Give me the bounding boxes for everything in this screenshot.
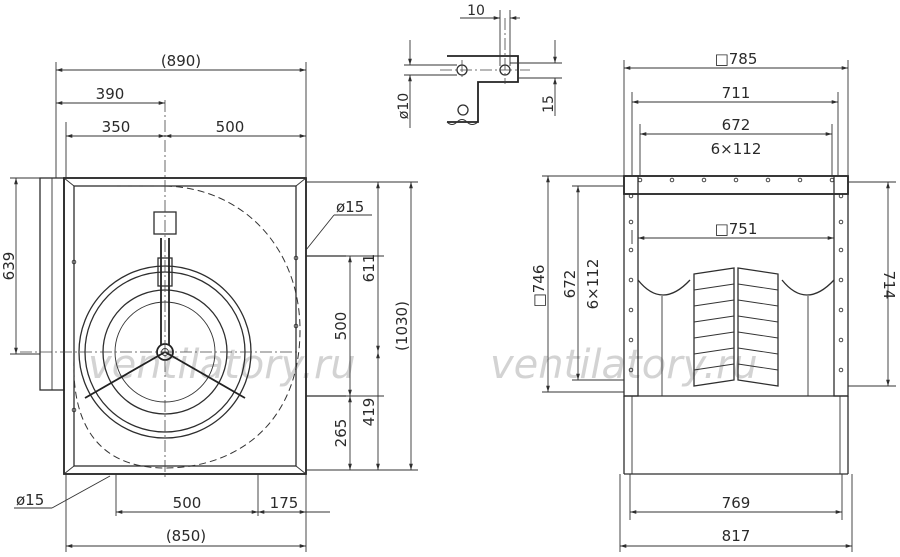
dim-15-detail: 15: [541, 95, 557, 113]
inlet-arch-right: [781, 279, 835, 296]
hole-callout-top: ø15: [336, 198, 364, 216]
right-flange: [833, 175, 849, 397]
dim-672-side: 672: [561, 270, 579, 299]
dim-overall-890: (890): [161, 52, 201, 70]
front-view: (890) 390 350 500 639 ø15 500 265 611: [0, 52, 418, 552]
dim-850: (850): [166, 527, 206, 545]
dim-350: 350: [102, 118, 131, 136]
dim-711: 711: [722, 84, 751, 102]
dim-265: 265: [332, 419, 350, 448]
dim-419: 419: [360, 398, 378, 427]
inlet-arch-left: [637, 279, 691, 296]
hole-detail-view: 10 ø10 15: [396, 3, 562, 128]
dim-817: 817: [722, 527, 751, 545]
dim-500-vertical: 500: [332, 312, 350, 341]
dim-500-top: 500: [216, 118, 245, 136]
flange-holes-top: [637, 177, 835, 183]
dim-10-detail: 10: [467, 3, 485, 19]
dim-785: □785: [715, 50, 758, 68]
dim-500-bottom: 500: [173, 494, 202, 512]
bracket-profile: [447, 55, 519, 123]
dim-672-top: 672: [722, 116, 751, 134]
hole-callout-bottom: ø15: [16, 491, 44, 509]
dim-769: 769: [722, 494, 751, 512]
dim-390: 390: [96, 85, 125, 103]
watermark-left: ventilatory.ru: [88, 342, 356, 388]
flange-holes-right: [838, 193, 844, 373]
pitch-side: 6×112: [584, 259, 602, 310]
front-housing-frame: [63, 177, 307, 475]
impeller-blades: [693, 267, 779, 387]
dim-phi10-detail: ø10: [396, 93, 412, 119]
dim-751: □751: [715, 220, 758, 238]
side-view: □785 711 672 6×112 □751 □746 672 6×112 7…: [530, 50, 898, 552]
volute-outline: [73, 185, 301, 469]
flange-holes-left: [628, 193, 634, 373]
top-flange: [623, 175, 849, 195]
dim-639: 639: [0, 252, 18, 281]
dim-746: □746: [530, 265, 548, 308]
dim-611: 611: [360, 254, 378, 283]
dim-1030: (1030): [393, 301, 411, 351]
pitch-top: 6×112: [711, 140, 762, 158]
dim-175: 175: [270, 494, 299, 512]
dim-714: 714: [880, 271, 898, 300]
